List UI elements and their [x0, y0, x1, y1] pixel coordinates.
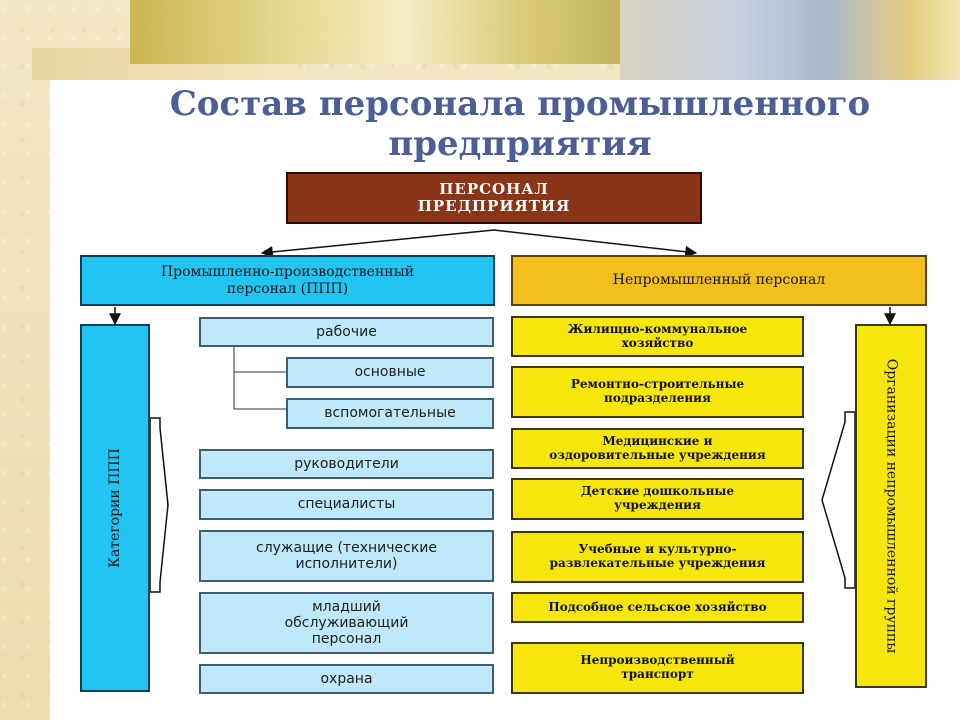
org-repair-construction-line1: Ремонтно-строительные: [570, 377, 745, 392]
category-junior-staff-line3: персонал: [311, 631, 382, 648]
ppp-line1: Промышленно-производственный: [160, 264, 415, 281]
org-nonproduction-transport-line2: транспорт: [621, 667, 694, 681]
org-medical: Медицинские и оздоровительные учреждения: [511, 428, 804, 469]
category-workers-auxiliary-label: вспомогательные: [324, 405, 456, 422]
ppp-line2: персонал (ППП): [226, 280, 349, 297]
category-specialists: специалисты: [199, 489, 494, 520]
category-security-label: охрана: [320, 670, 373, 687]
category-junior-staff: младший обслуживающий персонал: [199, 592, 494, 654]
slide-title-line2: предприятия: [388, 124, 652, 164]
organizations-side-box: Организации непромышленной группы: [855, 324, 927, 688]
decorative-banner-right: [620, 0, 960, 80]
nonindustrial-personnel-box: Непромышленный персонал: [511, 255, 927, 306]
org-repair-construction-line2: подразделения: [604, 391, 711, 405]
org-medical-line1: Медицинские и: [602, 433, 713, 448]
category-employees: служащие (технические исполнители): [199, 530, 494, 582]
category-employees-line2: исполнители): [295, 556, 398, 572]
category-junior-staff-line1: младший: [312, 598, 381, 615]
category-junior-staff-line2: обслуживающий: [284, 614, 409, 631]
org-subsidiary-farm-label: Подсобное сельское хозяйство: [548, 599, 767, 614]
organizations-label: Организации непромышленной группы: [883, 358, 900, 654]
org-housing-utilities: Жилищно-коммунальное хозяйство: [511, 316, 804, 357]
category-workers-main: основные: [286, 357, 494, 388]
category-employees-line1: служащие (технические: [256, 539, 437, 556]
root-line2: ПРЕДПРИЯТИЯ: [417, 197, 571, 215]
industrial-personnel-box: Промышленно-производственный персонал (П…: [80, 255, 495, 306]
org-housing-utilities-line1: Жилищно-коммунальное: [567, 321, 748, 336]
org-education-culture: Учебные и культурно- развлекательные учр…: [511, 531, 804, 583]
org-housing-utilities-line2: хозяйство: [621, 335, 694, 350]
org-preschool: Детские дошкольные учреждения: [511, 478, 804, 520]
category-managers: руководители: [199, 449, 494, 479]
org-education-culture-line1: Учебные и культурно-: [578, 542, 737, 557]
category-workers: рабочие: [199, 317, 494, 347]
org-medical-line2: оздоровительные учреждения: [549, 447, 766, 462]
category-workers-main-label: основные: [354, 364, 426, 381]
slide-title-line1: Состав персонала промышленного: [169, 84, 871, 124]
category-workers-auxiliary: вспомогательные: [286, 398, 494, 429]
org-repair-construction: Ремонтно-строительные подразделения: [511, 366, 804, 418]
org-preschool-line2: учреждения: [614, 498, 701, 512]
nonindustrial-label: Непромышленный персонал: [612, 272, 826, 289]
org-subsidiary-farm: Подсобное сельское хозяйство: [511, 592, 804, 623]
root-line1: ПЕРСОНАЛ: [439, 179, 549, 198]
category-specialists-label: специалисты: [297, 496, 396, 513]
ppp-categories-label: Категории ППП: [106, 448, 123, 568]
category-managers-label: руководители: [294, 455, 399, 472]
decorative-banner-center: [130, 0, 630, 64]
ppp-categories-side-box: Категории ППП: [80, 324, 150, 692]
org-education-culture-line2: развлекательные учреждения: [549, 556, 766, 570]
org-nonproduction-transport-line1: Непроизводственный: [580, 653, 735, 668]
category-workers-label: рабочие: [316, 323, 377, 340]
personnel-root-box: ПЕРСОНАЛ ПРЕДПРИЯТИЯ: [286, 172, 702, 224]
org-preschool-line1: Детские дошкольные: [580, 484, 735, 499]
org-nonproduction-transport: Непроизводственный транспорт: [511, 642, 804, 694]
category-security: охрана: [199, 664, 494, 694]
